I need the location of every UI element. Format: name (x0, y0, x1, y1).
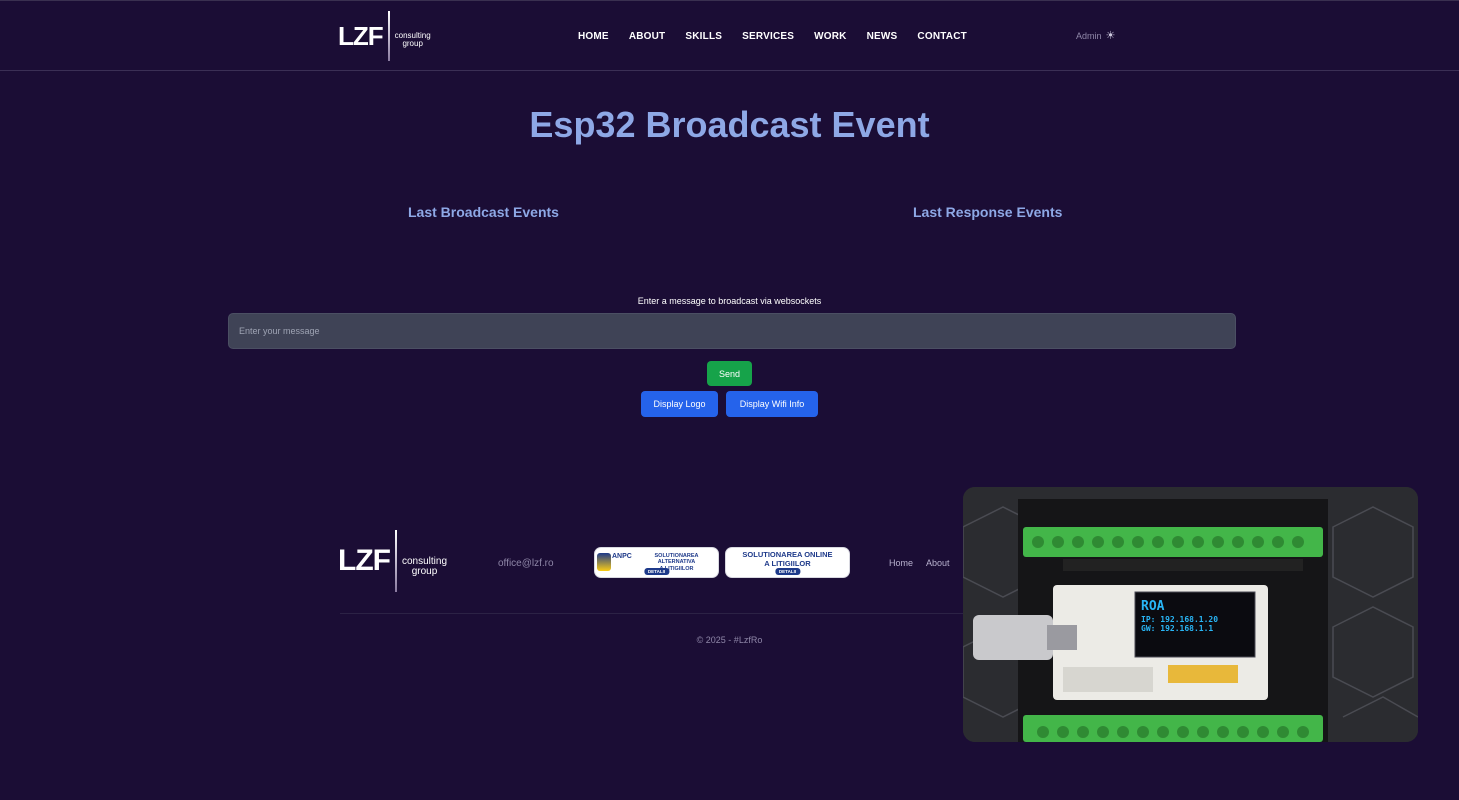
anpc-brand: ANPC (612, 553, 632, 560)
footer-links: Home About (889, 558, 950, 568)
logo-subtitle-line1: consulting (394, 30, 431, 40)
badge-text-line1: SOLUTIONAREA ONLINE (742, 550, 833, 559)
footer-divider (340, 613, 1120, 614)
sol-badge[interactable]: SOLUTIONAREA ONLINE A LITIGIILOR DETALII (725, 547, 850, 578)
footer-link-about[interactable]: About (926, 558, 950, 568)
badge-text-line2: A LITIGIILOR (764, 558, 811, 568)
footer-logo-subtitle-line2: group (411, 566, 438, 577)
footer-logo-subtitle-line1: consulting (401, 555, 448, 567)
display-logo-button[interactable]: Display Logo (641, 391, 718, 417)
footer-logo-text: LZF (338, 544, 391, 577)
sun-icon[interactable]: ☀ (1105, 30, 1116, 42)
logo-divider (387, 11, 390, 61)
admin-area: Admin ☀ (1076, 29, 1115, 42)
logo-text: LZF (338, 20, 384, 51)
page-title: Esp32 Broadcast Event (529, 104, 930, 145)
send-button[interactable]: Send (707, 361, 752, 386)
nav-contact[interactable]: CONTACT (917, 31, 967, 42)
response-events-heading: Last Response Events (913, 204, 1063, 220)
camera-video-overlay[interactable]: ROA IP: 192.168.1.20 GW: 192.168.1.1 (963, 487, 1418, 742)
display-wifi-info-button[interactable]: Display Wifi Info (726, 391, 818, 417)
footer-email-link[interactable]: office@lzf.ro (498, 558, 554, 569)
message-input[interactable] (228, 313, 1236, 349)
oled-line3: GW: 192.168.1.1 (1141, 624, 1213, 633)
footer-logo-divider (394, 530, 397, 592)
nav-work[interactable]: WORK (814, 31, 847, 42)
badge-text: SOLUTIONAREA ONLINE A LITIGIILOR (730, 550, 845, 568)
anpc-emblem-icon (597, 553, 611, 571)
nav-skills[interactable]: SKILLS (685, 31, 723, 42)
nav-home[interactable]: HOME (578, 31, 609, 42)
broadcast-events-heading: Last Broadcast Events (408, 204, 559, 220)
anpc-sal-badge[interactable]: ANPC SOLUTIONAREA ALTERNATIVA A LITIGIIL… (594, 547, 719, 578)
nav-news[interactable]: NEWS (866, 31, 898, 42)
badge-details-button[interactable]: DETALII (643, 568, 670, 575)
logo-subtitle-line2: group (402, 39, 423, 48)
main-nav: HOME ABOUT SKILLS SERVICES WORK NEWS CON… (578, 31, 967, 42)
top-navbar: LZF consulting group HOME ABOUT SKILLS S… (0, 0, 1459, 71)
admin-link[interactable]: Admin (1076, 30, 1102, 41)
nav-services[interactable]: SERVICES (742, 31, 795, 42)
footer-logo-subtitle: consulting group (401, 555, 448, 578)
badge-text-line1: SOLUTIONAREA ALTERNATIVA (654, 553, 699, 566)
header-logo[interactable]: LZF consulting group (338, 11, 431, 61)
badge-text-line2: A LITIGIILOR (659, 565, 694, 572)
logo-subtitle: consulting group (394, 30, 431, 49)
esp32-board-image: ROA IP: 192.168.1.20 GW: 192.168.1.1 (963, 487, 1418, 742)
copyright-text: © 2025 - #LzfRo (696, 635, 763, 645)
nav-about[interactable]: ABOUT (628, 31, 666, 42)
oled-line1: ROA (1141, 599, 1165, 614)
footer-link-home[interactable]: Home (889, 558, 914, 568)
message-label: Enter a message to broadcast via websock… (637, 296, 822, 306)
oled-line2: IP: 192.168.1.20 (1141, 615, 1218, 624)
badge-details-button[interactable]: DETALII (774, 568, 801, 575)
footer-logo[interactable]: LZF consulting group (338, 530, 447, 592)
badge-text: SOLUTIONAREA ALTERNATIVA A LITIGIILOR (637, 553, 716, 572)
